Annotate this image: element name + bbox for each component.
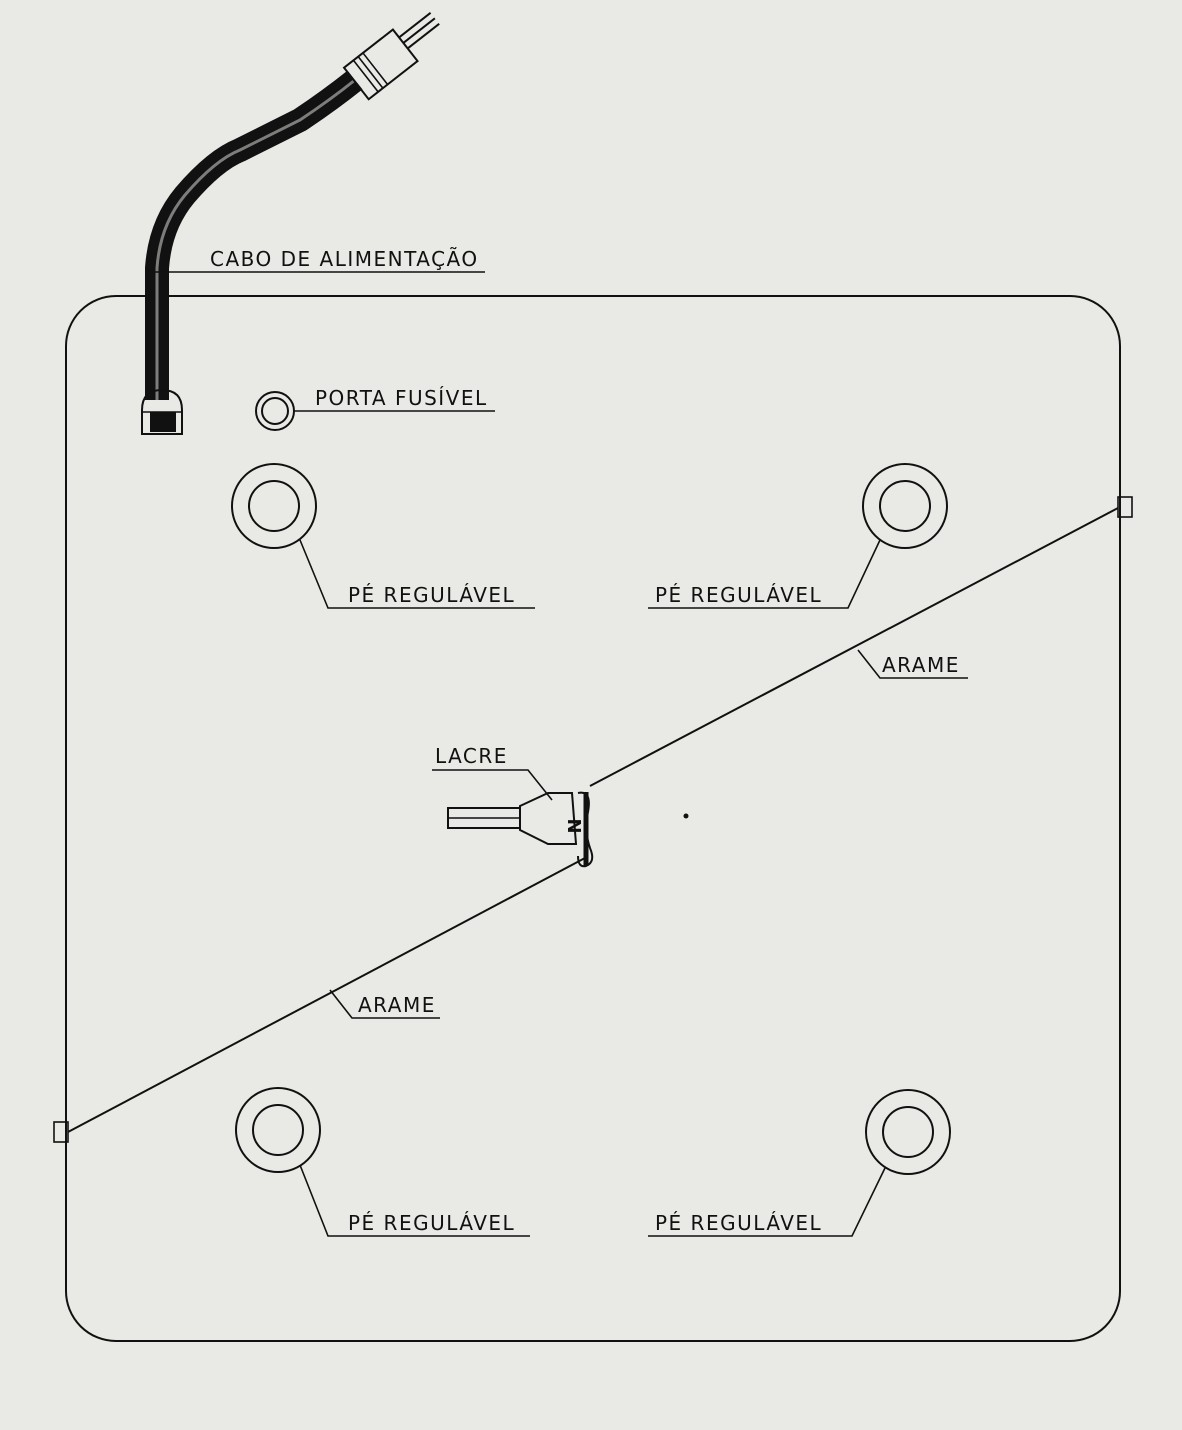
wire-upper-label: ARAME: [882, 653, 960, 677]
seal-mark: N: [563, 818, 584, 833]
foot-top-left-label: PÉ REGULÁVEL: [348, 583, 515, 607]
seal-label: LACRE: [435, 744, 508, 768]
foot-bottom-right: [648, 1089, 951, 1237]
foot-bottom-left-label: PÉ REGULÁVEL: [348, 1211, 515, 1235]
fuse-holder: [255, 391, 495, 431]
fuse-holder-label: PORTA FUSÍVEL: [315, 386, 488, 410]
foot-top-right: [648, 463, 948, 609]
power-cable-label: CABO DE ALIMENTAÇÃO: [210, 247, 479, 271]
foot-bottom-right-label: PÉ REGULÁVEL: [655, 1211, 822, 1235]
foot-top-left: [231, 463, 535, 609]
wire-lower-label: ARAME: [358, 993, 436, 1017]
foot-bottom-left: [235, 1087, 530, 1237]
base-plate: [65, 295, 1121, 1342]
power-cable: [141, 12, 440, 435]
seal: N: [432, 769, 594, 868]
foot-top-right-label: PÉ REGULÁVEL: [655, 583, 822, 607]
seal-wire: [53, 496, 1133, 1143]
